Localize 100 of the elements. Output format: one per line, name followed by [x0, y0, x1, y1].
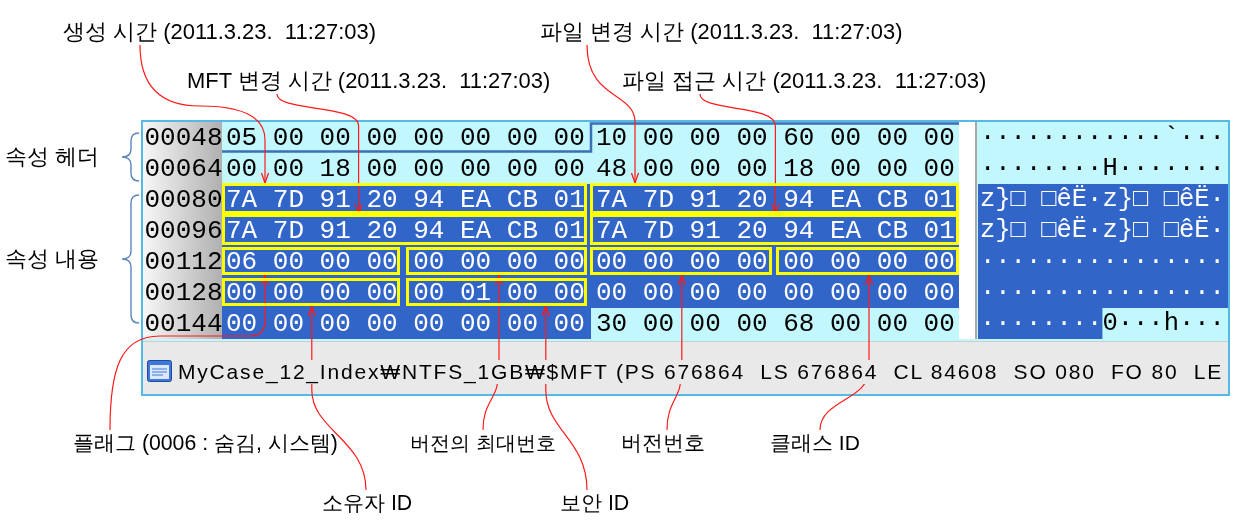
hex-byte: 00 — [319, 313, 350, 334]
offset-label: 00112 — [144, 251, 223, 272]
hex-byte: 30 — [596, 313, 626, 334]
section-label: 속성 헤더 — [5, 144, 100, 170]
highlight-box — [222, 278, 400, 306]
hex-byte: 7A — [226, 189, 256, 210]
ascii-text: ················ — [980, 282, 1225, 303]
hex-byte: 00 — [689, 313, 720, 334]
offset-label: 00128 — [144, 282, 223, 303]
hex-byte: 7A — [226, 220, 256, 241]
hex-byte: 00 — [876, 158, 907, 179]
hex-byte: 01 — [553, 220, 584, 241]
highlight-box — [590, 247, 772, 275]
hex-byte: 00 — [366, 158, 397, 179]
hex-byte: 00 — [506, 282, 537, 303]
hex-byte: 00 — [736, 282, 767, 303]
leader-line — [541, 305, 588, 491]
hex-byte: 00 — [876, 127, 907, 148]
hex-byte: 00 — [689, 127, 720, 148]
hex-byte: 00 — [460, 158, 490, 179]
hex-byte: 00 — [830, 158, 860, 179]
hex-byte: 00 — [506, 127, 537, 148]
hex-byte: 00 — [553, 127, 584, 148]
leader-line — [819, 274, 874, 431]
hex-byte: 48 — [596, 158, 626, 179]
callout-label: 버전번호 — [621, 430, 705, 456]
highlight-box — [406, 247, 587, 275]
hex-byte: 00 — [689, 282, 720, 303]
hex-byte: EA — [460, 220, 490, 241]
highlight-box — [222, 247, 400, 275]
hex-byte: 00 — [460, 127, 490, 148]
hex-byte: 00 — [226, 282, 256, 303]
hex-byte: 7D — [642, 220, 673, 241]
callout-label: 클래스 ID — [770, 430, 860, 456]
ascii-text: ················ — [980, 251, 1225, 272]
hex-byte: CB — [876, 220, 907, 241]
hex-byte: 00 — [830, 251, 860, 272]
offset-label: 00048 — [144, 127, 223, 148]
hex-byte: 00 — [830, 282, 860, 303]
hex-byte: 91 — [689, 220, 720, 241]
highlight-box — [222, 214, 587, 245]
hex-byte: 00 — [272, 282, 303, 303]
hex-byte: 91 — [319, 220, 350, 241]
hex-byte: 00 — [642, 127, 673, 148]
hex-byte: 60 — [783, 127, 814, 148]
hex-byte: 68 — [783, 313, 814, 334]
hex-byte: 00 — [783, 282, 814, 303]
hex-byte: 00 — [830, 313, 860, 334]
hex-byte: 00 — [923, 158, 954, 179]
hex-byte: 00 — [876, 313, 907, 334]
leader-line — [109, 274, 270, 431]
callout-label: 보안 ID — [560, 490, 630, 516]
callout-label: 플래그 (0006 : 숨김, 시스템) — [73, 430, 338, 456]
hex-byte: 20 — [736, 189, 767, 210]
hex-byte: CB — [506, 220, 537, 241]
hex-byte: 00 — [366, 251, 397, 272]
hex-byte: 94 — [783, 220, 814, 241]
hex-byte: 91 — [319, 189, 350, 210]
highlight-box — [590, 183, 959, 214]
hex-byte: 00 — [642, 282, 673, 303]
hex-byte: 00 — [413, 251, 444, 272]
hex-byte: 00 — [366, 313, 397, 334]
hex-byte: CB — [876, 189, 907, 210]
hex-byte: 00 — [689, 158, 720, 179]
hex-byte: 00 — [642, 158, 673, 179]
ascii-text: ············`··· — [980, 127, 1225, 148]
hex-byte: 00 — [460, 251, 490, 272]
hex-byte: 00 — [506, 158, 537, 179]
highlight-box — [406, 278, 587, 306]
hex-byte: 00 — [830, 127, 860, 148]
hex-byte: 01 — [923, 189, 954, 210]
callout-label: 소유자 ID — [322, 490, 413, 516]
hex-byte: 00 — [553, 158, 584, 179]
hex-byte: 00 — [642, 251, 673, 272]
hex-byte: 00 — [366, 127, 397, 148]
callout-label: 생성 시간 (2011.3.23. 11:27:03) — [63, 19, 376, 45]
leader-line — [482, 274, 504, 431]
hex-byte: 00 — [689, 251, 720, 272]
callout-label: 버전의 최대번호 — [410, 430, 556, 456]
hex-byte: 00 — [460, 313, 490, 334]
callout-label: 파일 변경 시간 (2011.3.23. 11:27:03) — [540, 19, 903, 45]
hex-byte: 7D — [642, 189, 673, 210]
hex-byte: 00 — [923, 251, 954, 272]
highlight-box — [776, 247, 959, 275]
hex-byte: 00 — [319, 282, 350, 303]
hex-byte: 10 — [596, 127, 626, 148]
hex-byte: 00 — [876, 282, 907, 303]
hex-byte: 00 — [413, 127, 444, 148]
hex-byte: 00 — [553, 251, 584, 272]
hex-byte: 7D — [272, 189, 303, 210]
hex-byte: EA — [460, 189, 490, 210]
ascii-text: ········0···h··· — [980, 313, 1225, 334]
hex-byte: 01 — [460, 282, 490, 303]
hex-byte: 06 — [226, 251, 256, 272]
leader-line — [307, 305, 367, 491]
hex-byte: 00 — [226, 313, 256, 334]
hex-byte: 00 — [596, 282, 626, 303]
hex-byte: 00 — [923, 127, 954, 148]
hex-byte: 00 — [923, 313, 954, 334]
hex-byte: 20 — [736, 220, 767, 241]
